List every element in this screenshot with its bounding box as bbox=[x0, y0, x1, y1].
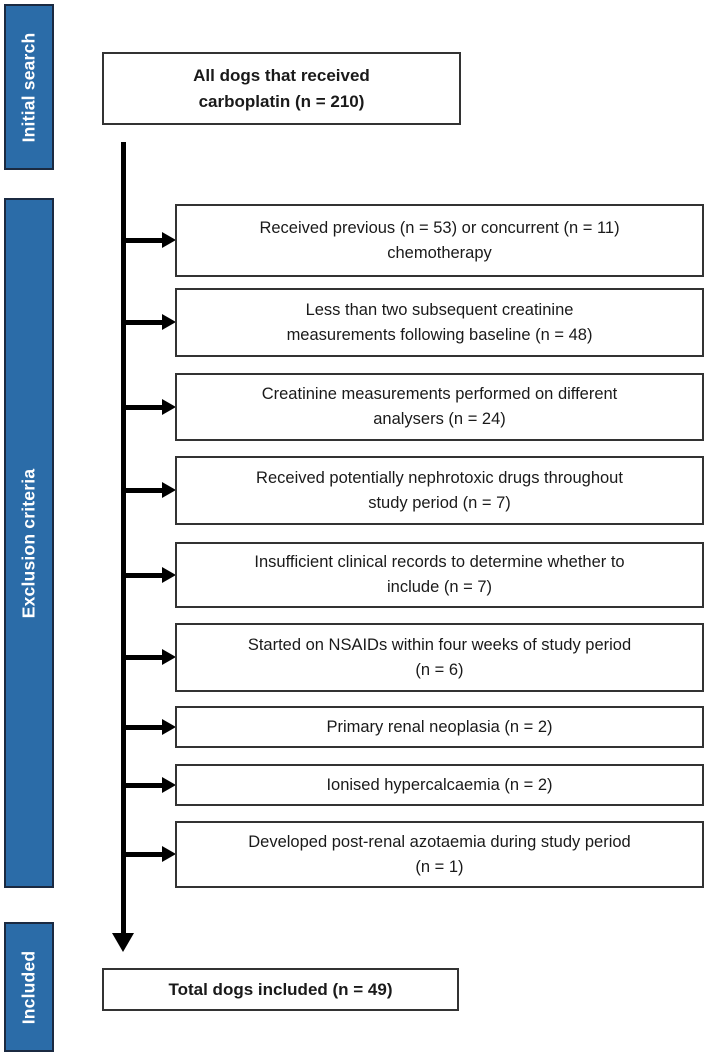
arrow-head-icon bbox=[162, 399, 176, 415]
arrow-head-icon bbox=[162, 649, 176, 665]
stage-label-initial-search: Initial search bbox=[18, 32, 39, 142]
arrow-head-icon bbox=[162, 314, 176, 330]
box-exclusion-different-analysers: Creatinine measurements performed on dif… bbox=[175, 373, 704, 441]
arrow-shaft bbox=[124, 851, 162, 857]
branch-arrow-6 bbox=[124, 649, 176, 665]
box-exclusion-nsaids: Started on NSAIDs within four weeks of s… bbox=[175, 623, 704, 692]
arrow-shaft bbox=[124, 782, 162, 788]
stage-bar-exclusion-criteria: Exclusion criteria bbox=[4, 198, 54, 888]
arrow-shaft bbox=[124, 654, 162, 660]
arrow-shaft bbox=[124, 724, 162, 730]
box-exclusion-azotaemia-text: Developed post-renal azotaemia during st… bbox=[248, 832, 631, 876]
box-exclusion-chemotherapy-text: Received previous (n = 53) or concurrent… bbox=[259, 218, 620, 262]
arrow-shaft bbox=[124, 487, 162, 493]
branch-arrow-2 bbox=[124, 314, 176, 330]
box-exclusion-creatinine-measurements-text: Less than two subsequent creatinine meas… bbox=[286, 300, 593, 344]
arrow-head-icon bbox=[162, 777, 176, 793]
box-exclusion-hypercalcaemia-text: Ionised hypercalcaemia (n = 2) bbox=[326, 775, 553, 794]
arrow-head-icon bbox=[162, 846, 176, 862]
arrow-shaft bbox=[124, 404, 162, 410]
box-exclusion-renal-neoplasia: Primary renal neoplasia (n = 2) bbox=[175, 706, 704, 748]
arrow-head-icon bbox=[162, 232, 176, 248]
branch-arrow-5 bbox=[124, 567, 176, 583]
box-exclusion-insufficient-records-text: Insufficient clinical records to determi… bbox=[254, 553, 625, 596]
arrow-shaft bbox=[124, 319, 162, 325]
box-exclusion-renal-neoplasia-text: Primary renal neoplasia (n = 2) bbox=[326, 717, 553, 736]
box-exclusion-creatinine-measurements: Less than two subsequent creatinine meas… bbox=[175, 288, 704, 357]
stage-bar-initial-search: Initial search bbox=[4, 4, 54, 170]
box-exclusion-nephrotoxic-drugs: Received potentially nephrotoxic drugs t… bbox=[175, 456, 704, 525]
arrow-head-icon bbox=[162, 482, 176, 498]
box-initial-population: All dogs that received carboplatin (n = … bbox=[102, 52, 461, 125]
box-total-included: Total dogs included (n = 49) bbox=[102, 968, 459, 1011]
box-total-included-text: Total dogs included (n = 49) bbox=[168, 979, 393, 999]
arrow-head-icon bbox=[162, 719, 176, 735]
main-flow-line bbox=[121, 142, 126, 934]
stage-bar-included: Included bbox=[4, 922, 54, 1052]
arrow-head-icon bbox=[162, 567, 176, 583]
arrow-shaft bbox=[124, 237, 162, 243]
box-exclusion-insufficient-records: Insufficient clinical records to determi… bbox=[175, 542, 704, 608]
stage-label-exclusion-criteria: Exclusion criteria bbox=[18, 468, 39, 618]
main-flow-arrowhead-icon bbox=[112, 933, 134, 952]
branch-arrow-1 bbox=[124, 232, 176, 248]
branch-arrow-4 bbox=[124, 482, 176, 498]
stage-label-included: Included bbox=[18, 950, 39, 1024]
branch-arrow-8 bbox=[124, 777, 176, 793]
arrow-shaft bbox=[124, 572, 162, 578]
branch-arrow-9 bbox=[124, 846, 176, 862]
box-exclusion-nephrotoxic-drugs-text: Received potentially nephrotoxic drugs t… bbox=[256, 468, 623, 512]
box-exclusion-different-analysers-text: Creatinine measurements performed on dif… bbox=[261, 385, 618, 428]
branch-arrow-7 bbox=[124, 719, 176, 735]
box-exclusion-hypercalcaemia: Ionised hypercalcaemia (n = 2) bbox=[175, 764, 704, 806]
box-exclusion-azotaemia: Developed post-renal azotaemia during st… bbox=[175, 821, 704, 888]
box-exclusion-chemotherapy: Received previous (n = 53) or concurrent… bbox=[175, 204, 704, 277]
branch-arrow-3 bbox=[124, 399, 176, 415]
box-exclusion-nsaids-text: Started on NSAIDs within four weeks of s… bbox=[247, 635, 632, 679]
box-initial-population-text: All dogs that received carboplatin (n = … bbox=[193, 66, 370, 111]
